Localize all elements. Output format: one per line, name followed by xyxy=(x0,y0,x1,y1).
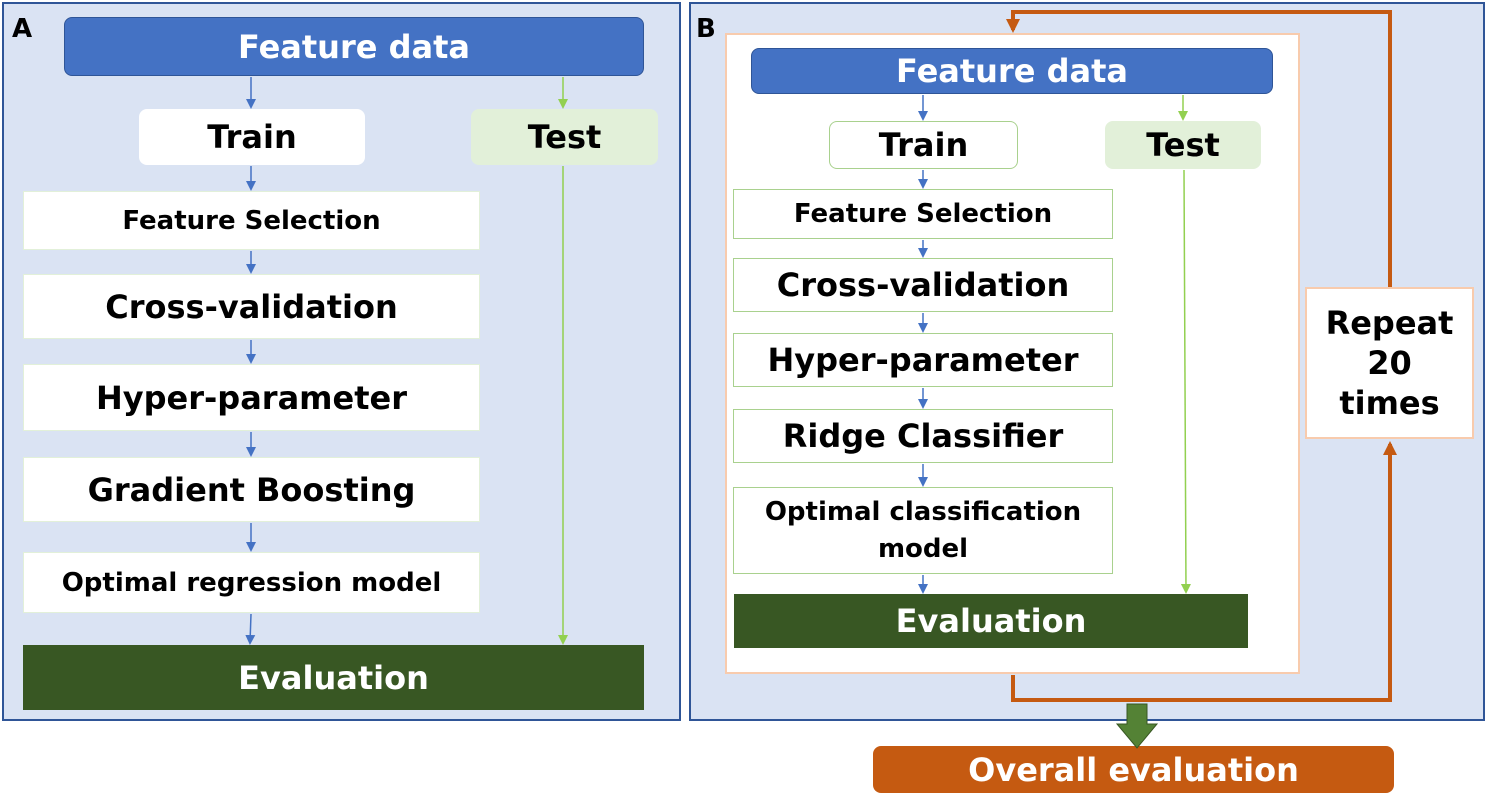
panel-b-hyper-parameter: Hyper-parameter xyxy=(733,333,1113,387)
panel-a-train: Train xyxy=(139,109,365,165)
optimal-line-2: model xyxy=(877,533,969,564)
panel-a-hyper-parameter: Hyper-parameter xyxy=(23,364,480,431)
panel-b-cross-validation: Cross-validation xyxy=(733,258,1113,312)
panel-a-label: A xyxy=(12,14,33,44)
panel-b-optimal-classification-model: Optimal classification model xyxy=(733,487,1113,574)
panel-b-feature-selection: Feature Selection xyxy=(733,189,1113,239)
panel-b-feature-data: Feature data xyxy=(751,48,1273,94)
panel-b-evaluation: Evaluation xyxy=(734,594,1248,648)
panel-a-cross-validation: Cross-validation xyxy=(23,274,480,339)
panel-b-ridge-classifier: Ridge Classifier xyxy=(733,409,1113,463)
repeat-line-2: 20 xyxy=(1367,344,1412,382)
panel-b-label: B xyxy=(696,14,716,44)
panel-a-feature-data: Feature data xyxy=(64,17,644,76)
panel-b-train: Train xyxy=(829,121,1018,169)
panel-a-evaluation: Evaluation xyxy=(23,645,644,710)
repeat-line-3: times xyxy=(1339,384,1440,422)
optimal-line-1: Optimal classification xyxy=(764,497,1082,528)
panel-a-optimal-regression-model: Optimal regression model xyxy=(23,552,480,613)
panel-a-test: Test xyxy=(471,109,658,165)
panel-b-test: Test xyxy=(1105,121,1261,169)
panel-a-feature-selection: Feature Selection xyxy=(23,191,480,250)
repeat-20-times-box: Repeat 20 times xyxy=(1305,287,1474,439)
repeat-line-1: Repeat xyxy=(1325,304,1454,342)
overall-evaluation: Overall evaluation xyxy=(873,746,1394,793)
panel-a-gradient-boosting: Gradient Boosting xyxy=(23,457,480,522)
